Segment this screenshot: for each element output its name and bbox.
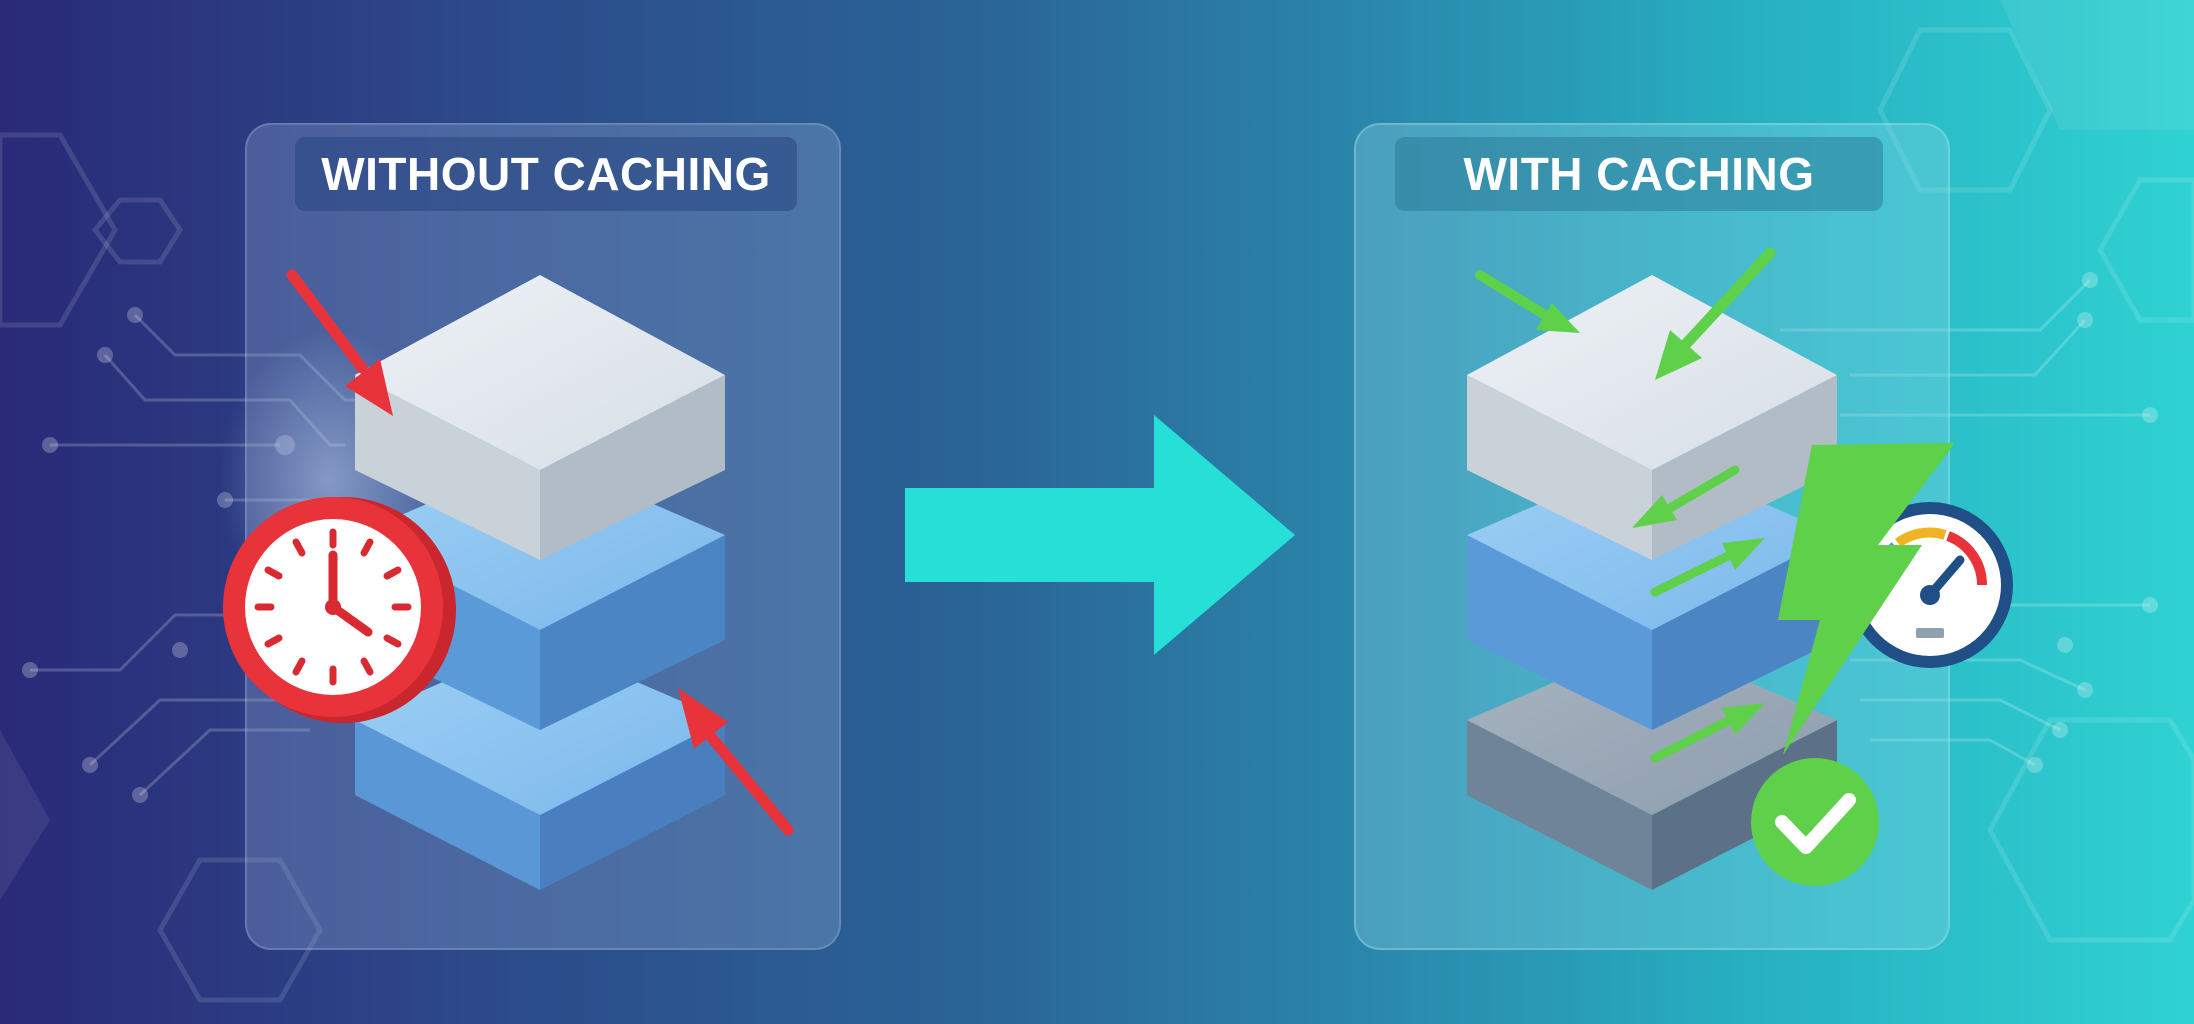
circuit-trace [1780, 278, 2092, 332]
hexagon-decoration [2000, 0, 2194, 130]
with-caching-title: WITH CACHING [1395, 137, 1883, 211]
green-arrow-icon [1650, 703, 1765, 763]
hexagon-decoration [157, 857, 323, 1003]
circuit-trace [1850, 318, 2087, 377]
hexagon-decoration [0, 730, 50, 900]
without-caching-title: WITHOUT CACHING [295, 137, 797, 211]
circuit-trace [88, 698, 300, 767]
storage-layer-top [355, 275, 725, 560]
clock-icon [223, 497, 456, 723]
circuit-trace [1860, 698, 2061, 732]
hexagon-decoration [91, 197, 183, 265]
red-arrow-icon [678, 688, 794, 836]
hexagon-decoration [1987, 717, 2194, 943]
green-arrow-icon [1632, 465, 1740, 528]
lightning-bolt-icon [1778, 443, 1955, 755]
green-arrow-icon [1650, 538, 1765, 597]
red-arrow-icon [286, 269, 393, 416]
green-arrow-icon [1655, 247, 1776, 380]
circuit-trace [1870, 738, 2036, 767]
storage-layer-top [1467, 275, 1837, 560]
green-arrow-icon [1475, 270, 1580, 333]
checkmark-icon [1751, 758, 1879, 886]
transition-arrow-icon [905, 415, 1295, 655]
hexagon-decoration [1877, 27, 2053, 193]
circuit-trace [138, 728, 310, 797]
hexagon-decoration [0, 132, 118, 328]
hexagon-decoration [2097, 177, 2194, 323]
